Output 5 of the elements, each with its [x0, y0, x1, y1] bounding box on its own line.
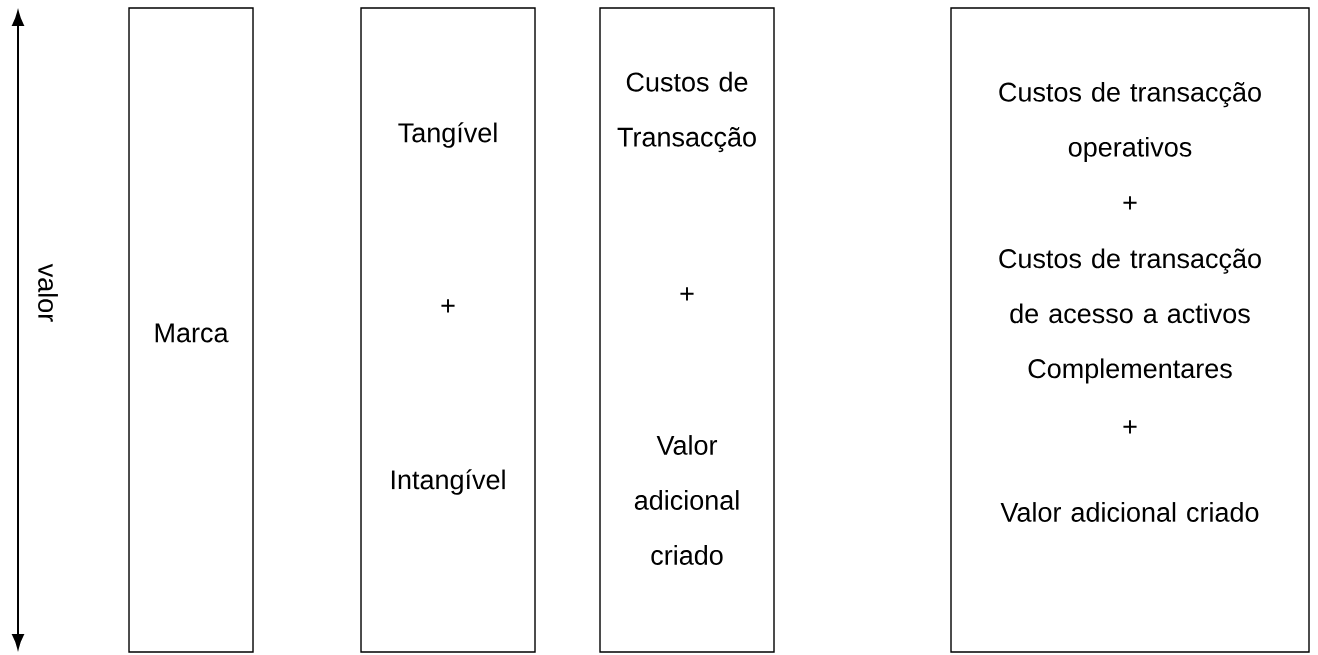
text-box: Marca: [128, 7, 254, 653]
axis-label: valor: [38, 263, 58, 322]
text-box: Tangível + Intangível: [360, 7, 536, 653]
text-box: Custos de Transacção + Valor adicional criado: [599, 7, 775, 653]
text-box: Custos de transacção operativos + Custos de transacção de acesso a activos Complementares + Valor adicional criado: [950, 7, 1310, 653]
